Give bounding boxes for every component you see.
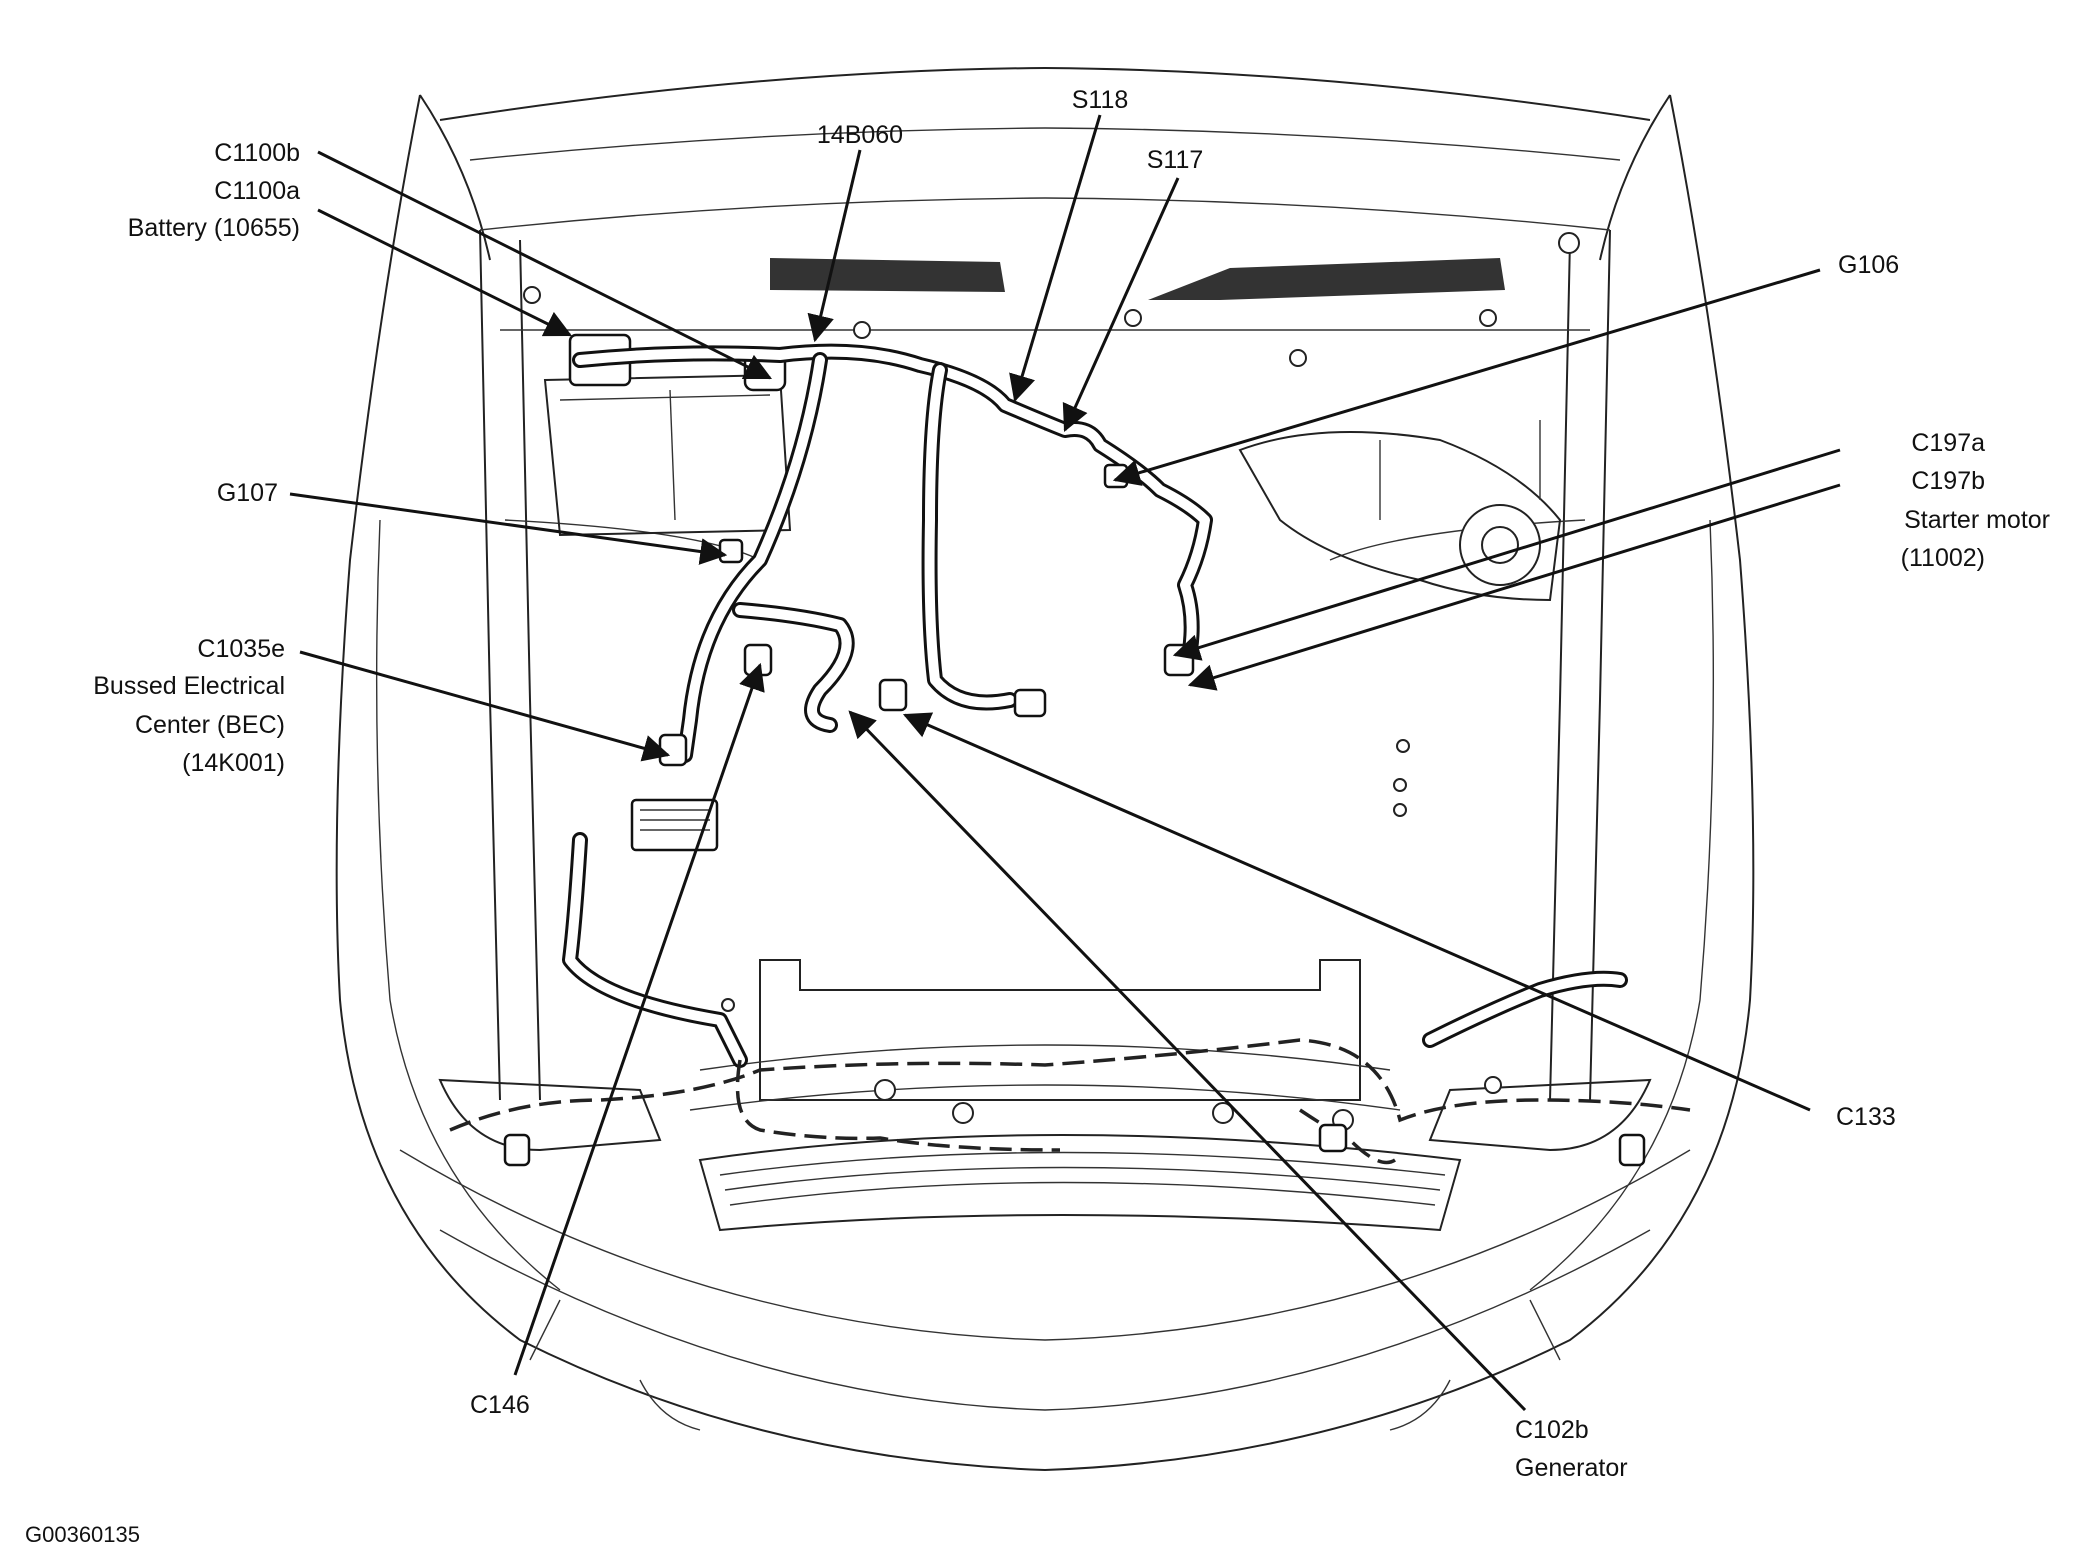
- label-bec-part: (14K001): [182, 749, 285, 777]
- leader-c197b: [1187, 483, 1841, 691]
- leader-c102b: [848, 710, 1527, 1412]
- label-starter-motor: Starter motor: [1904, 506, 2050, 534]
- leader-g107: [289, 492, 728, 565]
- leader-c146: [513, 662, 765, 1376]
- label-c1035e: C1035e: [197, 635, 285, 663]
- figure-id: G00360135: [25, 1522, 140, 1547]
- leader-lines: [289, 114, 1841, 1412]
- label-c197b: C197b: [1911, 467, 1985, 495]
- leader-g106: [1112, 268, 1821, 486]
- vehicle-body-outline: [335, 66, 1755, 1472]
- label-s117: S117: [1146, 146, 1204, 174]
- label-battery: Battery (10655): [127, 214, 300, 242]
- leader-14b060: [807, 149, 862, 343]
- label-c102b: C102b: [1515, 1416, 1589, 1444]
- label-c133: C133: [1836, 1103, 1896, 1131]
- leader-s118: [1009, 114, 1102, 403]
- label-c146: C146: [470, 1391, 530, 1419]
- leader-c1100b: [317, 150, 773, 380]
- cowl-grille: [770, 258, 1505, 300]
- label-bec-line1: Bussed Electrical: [93, 672, 285, 700]
- label-14b060: 14B060: [816, 121, 904, 149]
- label-c1100b: C1100b: [214, 139, 300, 167]
- leader-c1100a: [317, 208, 573, 337]
- leader-c197a: [1172, 448, 1841, 661]
- wiring-harness: [449, 343, 1691, 1167]
- label-c1100a: C1100a: [214, 177, 300, 205]
- label-starter-motor-part: (11002): [1900, 544, 1985, 572]
- leader-c1035e: [299, 650, 671, 762]
- label-s118: S118: [1071, 86, 1129, 114]
- label-c197a: C197a: [1911, 429, 1985, 457]
- leader-c133: [902, 712, 1811, 1112]
- leader-s117: [1062, 177, 1180, 433]
- label-g107: G107: [216, 479, 278, 507]
- label-generator: Generator: [1515, 1454, 1628, 1482]
- label-bec-line2: Center (BEC): [134, 711, 285, 739]
- label-g106: G106: [1838, 251, 1900, 279]
